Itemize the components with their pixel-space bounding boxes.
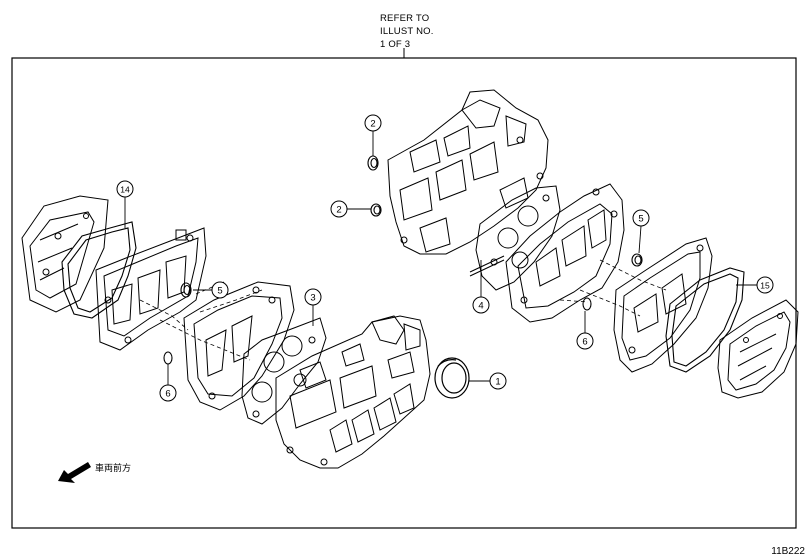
left-lower-head: [183, 281, 295, 411]
left-valve-cover: [21, 195, 109, 313]
o-ring-top-upper: [367, 155, 379, 171]
callout-3-circle: [304, 288, 322, 306]
callout-5a-number: 5: [217, 286, 222, 297]
refer-note-line-2: ILLUST NO.: [380, 26, 434, 37]
callout-numbers: 1 2 2 3 4 5 5 6 6 14 15: [120, 119, 770, 400]
o-ring-left-lower: [163, 351, 173, 365]
vehicle-front-arrow-icon: [58, 462, 91, 483]
o-ring-right-lower: [582, 297, 592, 311]
callout-5b-circle: [632, 209, 650, 227]
callout-4-number: 4: [478, 301, 483, 312]
callout-14-circle: [116, 180, 134, 198]
right-dashed-guides: [559, 259, 667, 317]
head-gasket: [241, 317, 327, 425]
crankshaft-oil-seal: [434, 357, 470, 399]
callout-1-circle: [489, 372, 507, 390]
o-ring-right-upper: [631, 253, 643, 267]
callout-6a-number: 6: [165, 389, 170, 400]
callout-6b-circle: [576, 332, 594, 350]
left-valve-cover-gasket: [61, 221, 137, 319]
o-ring-top-lower: [370, 203, 382, 217]
callout-2a-number: 2: [370, 119, 375, 130]
diagram-frame: [11, 57, 797, 529]
figure-code: 11B222: [771, 546, 805, 557]
callout-14-number: 14: [120, 185, 130, 195]
callout-6a-circle: [159, 384, 177, 402]
callout-5a-circle: [211, 281, 229, 299]
right-valve-cover-gasket: [665, 267, 745, 373]
callout-15-circle: [756, 276, 774, 294]
callout-2b-circle: [330, 200, 348, 218]
callout-6b-number: 6: [582, 337, 587, 348]
refer-to-note: REFER TO ILLUST NO. 1 OF 3: [380, 12, 434, 51]
callout-15-number: 15: [760, 281, 770, 291]
vehicle-front-direction-label: 車両前方: [95, 464, 132, 474]
callout-4-circle: [472, 296, 490, 314]
right-engine-block: [387, 89, 549, 255]
refer-note-line-3: 1 OF 3: [380, 39, 411, 50]
o-ring-left-upper: [180, 282, 192, 298]
callout-2b-number: 2: [336, 205, 341, 216]
refer-note-line-1: REFER TO: [380, 13, 430, 24]
right-lower-head: [613, 237, 713, 373]
right-head-gasket: [469, 185, 561, 291]
callout-5b-number: 5: [638, 214, 643, 225]
callout-leaders: [124, 131, 757, 385]
callout-1-number: 1: [495, 377, 500, 388]
callout-2a-circle: [364, 114, 382, 132]
right-valve-cover: [717, 299, 799, 399]
callout-3-number: 3: [310, 293, 315, 304]
left-engine-block: [275, 315, 431, 469]
callout-circles: [116, 114, 774, 402]
right-cylinder-head: [505, 183, 625, 323]
